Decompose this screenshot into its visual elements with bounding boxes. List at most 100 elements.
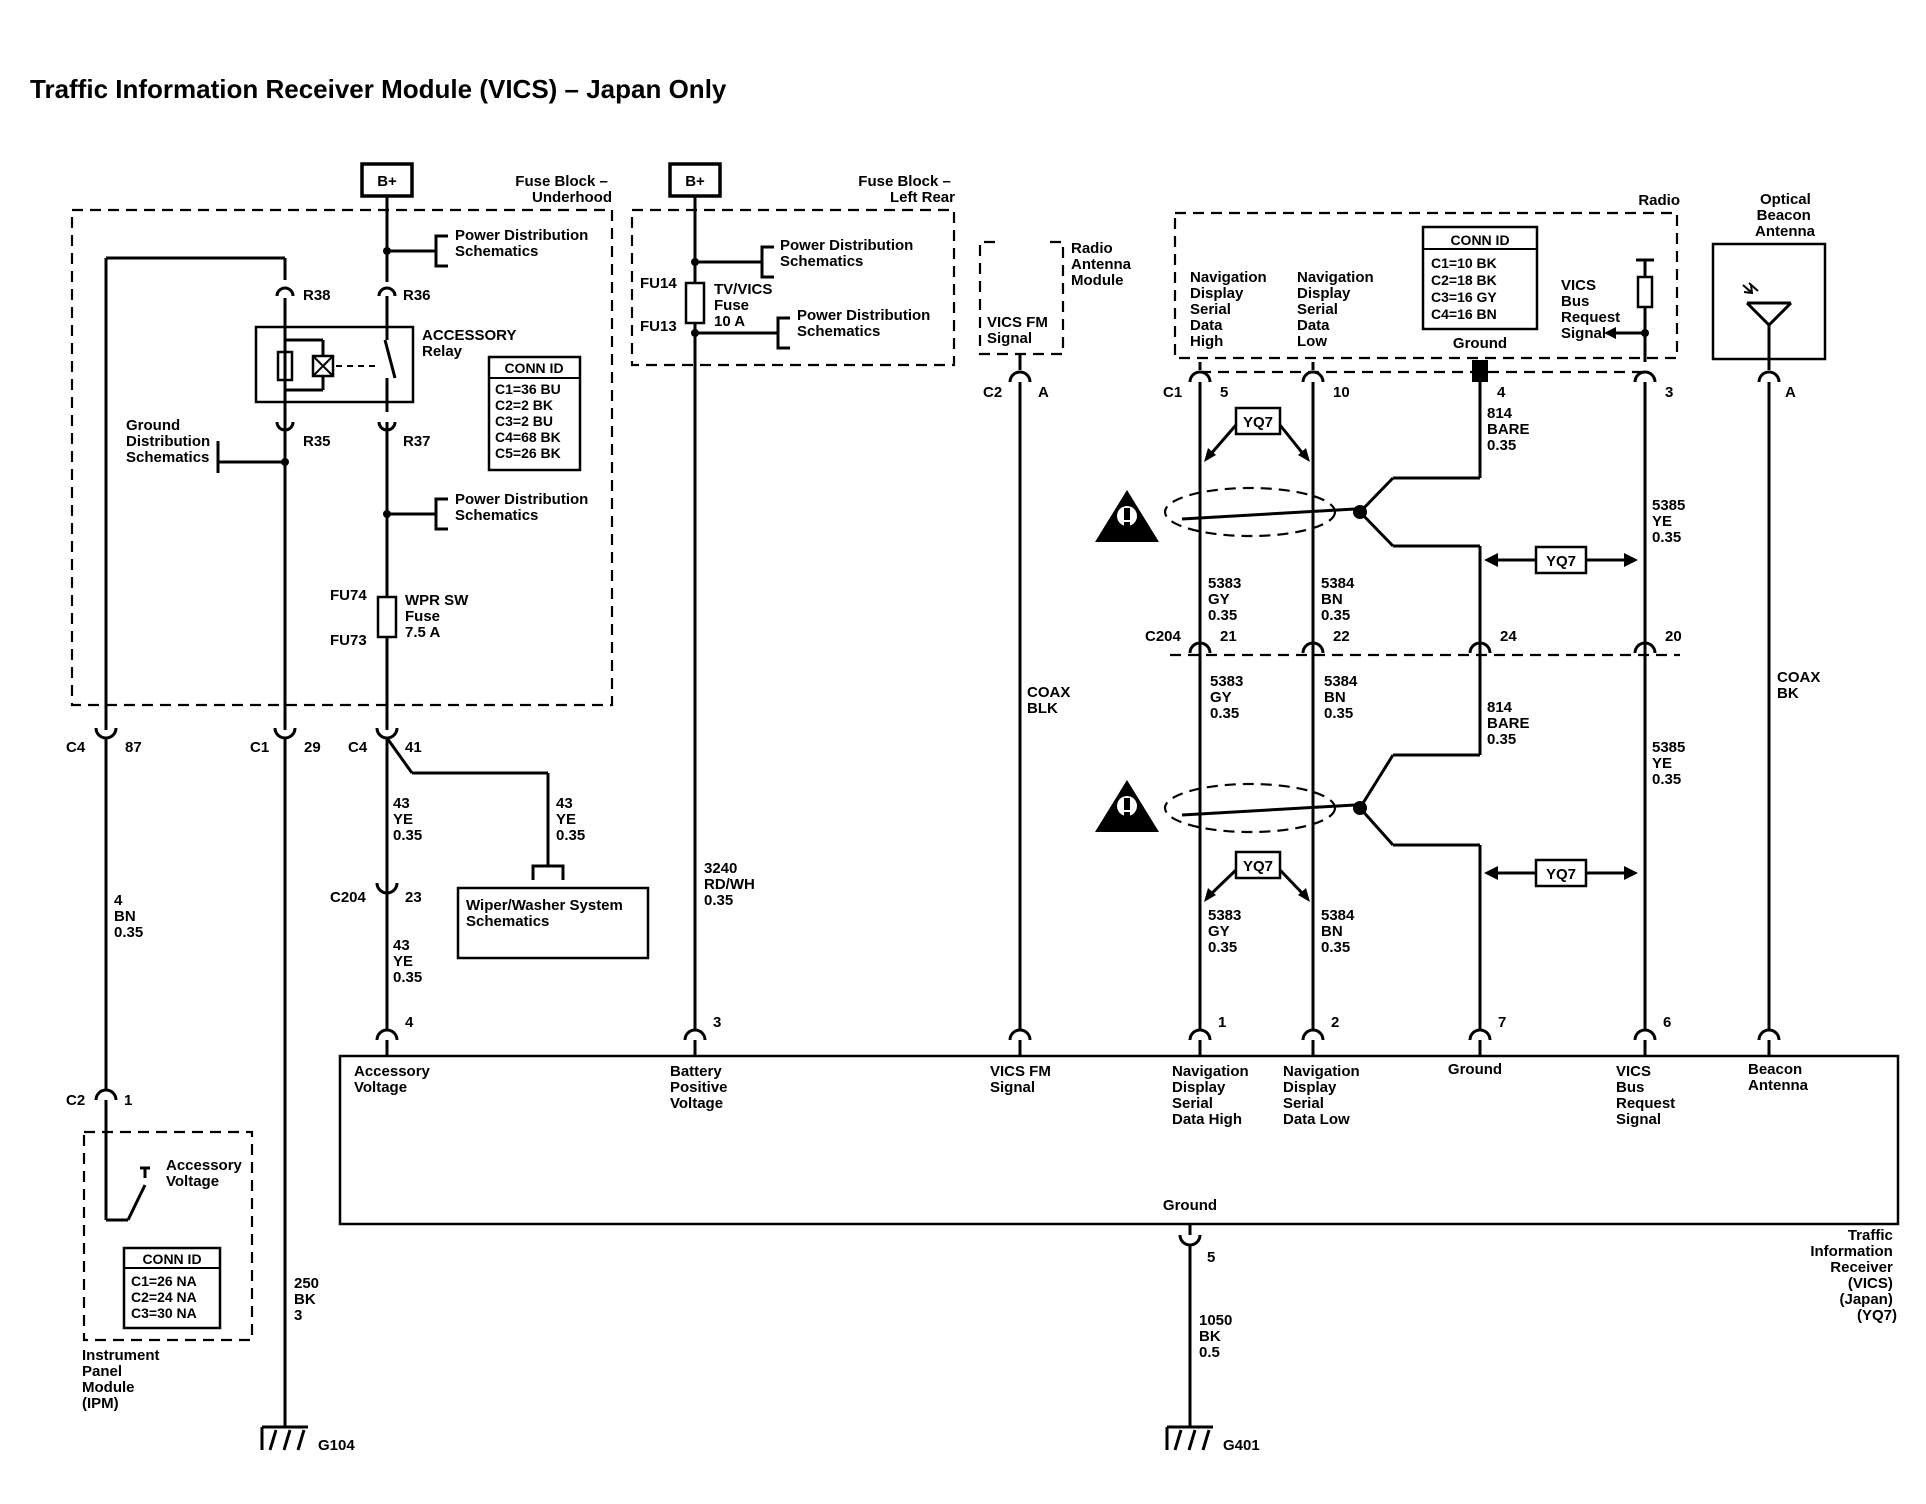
wire-1050-bk: 1050 BK 0.5 bbox=[1199, 1312, 1237, 1361]
wiper-washer-ref: Wiper/Washer System Schematics bbox=[456, 860, 650, 960]
wire-5384-bn-mid: 5384 BN 0.35 bbox=[1324, 673, 1362, 722]
wire-814-bare-upper: 814 BARE 0.35 bbox=[1487, 405, 1534, 454]
connector-c1-29: C1 29 bbox=[250, 727, 321, 1427]
wire-5383-gy-lower: 5383 GY 0.35 bbox=[1208, 907, 1246, 956]
module-battery-voltage-label: Battery Positive Voltage bbox=[670, 1063, 732, 1112]
fuse-block-underhood-box bbox=[70, 208, 614, 707]
svg-text:CONN ID: CONN ID bbox=[142, 1251, 201, 1267]
radio-nav-high-label: Navigation Display Serial Data High bbox=[1190, 269, 1271, 350]
wire-3240-rdwh: 3240 RD/WH 0.35 bbox=[704, 860, 759, 909]
svg-text:Accessory Voltage: Accessory Voltage bbox=[166, 1157, 246, 1190]
optical-beacon-antenna: Optical Beacon Antenna A bbox=[1711, 191, 1827, 1030]
svg-text:C3=2 BU: C3=2 BU bbox=[495, 413, 553, 429]
radio-ground-label: Ground bbox=[1453, 335, 1507, 352]
svg-text:C204: C204 bbox=[330, 889, 367, 906]
b-plus-underhood: B+ bbox=[360, 162, 414, 198]
svg-text:WPR SW Fuse 7.5 A: WPR SW Fuse 7.5 A bbox=[405, 592, 473, 641]
yq7-option-tag-4: YQ7 bbox=[1484, 858, 1638, 888]
svg-text:A: A bbox=[1785, 384, 1796, 401]
svg-text:CONN ID: CONN ID bbox=[1450, 232, 1509, 248]
svg-text:C3=30 NA: C3=30 NA bbox=[131, 1305, 197, 1321]
svg-text:20: 20 bbox=[1665, 628, 1682, 645]
radio-conn-id-table: CONN ID C1=10 BK C2=18 BK C3=16 GY C4=16… bbox=[1421, 225, 1539, 331]
yq7-option-tag-1: YQ7 bbox=[1204, 406, 1310, 462]
relay-conn-id-table: CONN ID C1=36 BU C2=2 BK C3=2 BU C4=68 B… bbox=[487, 355, 582, 472]
svg-text:C1=10 BK: C1=10 BK bbox=[1431, 255, 1497, 271]
power-distribution-ref-4: Power Distribution Schematics bbox=[691, 307, 935, 350]
svg-text:C2: C2 bbox=[66, 1092, 85, 1109]
svg-text:YQ7: YQ7 bbox=[1546, 553, 1576, 570]
svg-text:Power Distribution Schem: Power Distribution Schematics bbox=[780, 237, 918, 270]
accessory-feed-wire bbox=[376, 196, 398, 730]
svg-text:C1: C1 bbox=[250, 739, 269, 756]
module-ground-top-label: Ground bbox=[1448, 1061, 1502, 1078]
radio-bus-request-label: VICS Bus Request Signal bbox=[1561, 277, 1624, 342]
svg-text:C1: C1 bbox=[1163, 384, 1182, 401]
svg-text:Optical Beacon Ant: Optical Beacon Antenna bbox=[1755, 191, 1816, 240]
yq7-option-tag-3: YQ7 bbox=[1204, 850, 1310, 902]
svg-text:1: 1 bbox=[1218, 1014, 1226, 1031]
ipm-box bbox=[82, 1130, 254, 1342]
ipm-connector-c2: C2 1 bbox=[66, 1088, 132, 1109]
fuse-block-underhood-label: Fuse Block – Underhood bbox=[515, 173, 612, 206]
module-vics-fm-label: VICS FM Signal bbox=[990, 1063, 1055, 1096]
svg-text:Radio Antenna Modu: Radio Antenna Module bbox=[1071, 240, 1135, 289]
svg-text:R36: R36 bbox=[403, 287, 431, 304]
traffic-receiver-module-box bbox=[338, 1054, 1900, 1226]
svg-text:TV/VICS Fuse 10 A: TV/VICS Fuse 10 A bbox=[714, 281, 777, 330]
battery-feed-wire bbox=[684, 196, 706, 1030]
b-plus-left-rear: B+ bbox=[668, 162, 722, 198]
radio-connector-c1: C1 5 10 4 3 bbox=[1163, 360, 1673, 401]
svg-text:5: 5 bbox=[1207, 1249, 1215, 1266]
svg-text:C1=36 BU: C1=36 BU bbox=[495, 381, 561, 397]
svg-text:6: 6 bbox=[1663, 1014, 1671, 1031]
wire-43-ye-b: 43 YE 0.35 bbox=[556, 795, 585, 844]
svg-text:5: 5 bbox=[1220, 384, 1228, 401]
power-distribution-ref-3: Power Distribution Schematics bbox=[691, 237, 918, 279]
svg-text:C4: C4 bbox=[66, 739, 86, 756]
wire-814-bare-mid: 814 BARE 0.35 bbox=[1487, 699, 1534, 748]
radio-antenna-module: Radio Antenna Module VICS FM Signal C2 A bbox=[978, 240, 1135, 1030]
wire-5385-ye-mid: 5385 YE 0.35 bbox=[1652, 739, 1690, 788]
svg-text:YQ7: YQ7 bbox=[1243, 414, 1273, 431]
svg-text:87: 87 bbox=[125, 739, 142, 756]
svg-text:R35: R35 bbox=[303, 433, 331, 450]
data-wires bbox=[1198, 382, 1647, 1030]
svg-text:C4=16 BN: C4=16 BN bbox=[1431, 306, 1497, 322]
svg-text:FU74: FU74 bbox=[330, 587, 367, 604]
warning-icon bbox=[1095, 780, 1159, 832]
fuse-block-left-rear-box bbox=[630, 208, 956, 367]
module-beacon-antenna-label: Beacon Antenna bbox=[1748, 1061, 1809, 1094]
svg-text:C4=68 BK: C4=68 BK bbox=[495, 429, 561, 445]
svg-text:21: 21 bbox=[1220, 628, 1237, 645]
svg-text:FU13: FU13 bbox=[640, 318, 677, 335]
radio-bus-request-circuit bbox=[1604, 258, 1654, 362]
svg-text:C2=2 BK: C2=2 BK bbox=[495, 397, 553, 413]
svg-text:C2: C2 bbox=[983, 384, 1002, 401]
svg-text:22: 22 bbox=[1333, 628, 1350, 645]
svg-text:A: A bbox=[1038, 384, 1049, 401]
module-nav-low-label: Navigation Display Serial Data Low bbox=[1283, 1063, 1364, 1128]
svg-text:YQ7: YQ7 bbox=[1546, 866, 1576, 883]
coax-bk-label: COAX BK bbox=[1777, 669, 1825, 702]
svg-text:Ground Distribution: Ground Distribution Schematics bbox=[126, 417, 214, 466]
svg-text:YQ7: YQ7 bbox=[1243, 858, 1273, 875]
wire-5384-bn-upper: 5384 BN 0.35 bbox=[1321, 575, 1359, 624]
svg-text:Power Distribution Schem: Power Distribution Schematics bbox=[455, 491, 593, 524]
wire-5383-gy-upper: 5383 GY 0.35 bbox=[1208, 575, 1246, 624]
accessory-relay-label: ACCESSORY Relay bbox=[422, 327, 520, 360]
ipm-label: Instrument Panel Module (IPM) bbox=[82, 1347, 164, 1412]
wire-5385-ye-upper: 5385 YE 0.35 bbox=[1652, 497, 1690, 546]
warning-icon bbox=[1095, 490, 1159, 542]
accessory-relay: R38 R36 R35 R37 ACCESSORY Relay bbox=[106, 256, 520, 450]
svg-text:VICS FM Signal: VICS FM Signal bbox=[987, 314, 1052, 347]
ground-g104-label: G104 bbox=[318, 1437, 355, 1454]
svg-text:Power Distribution Schem: Power Distribution Schematics bbox=[797, 307, 935, 340]
connector-c204-23: C204 23 bbox=[330, 882, 422, 906]
svg-text:C204: C204 bbox=[1145, 628, 1182, 645]
wire-250-bk: 250 BK 3 bbox=[294, 1275, 323, 1324]
ground-icon: G401 bbox=[1165, 1425, 1260, 1454]
connector-c204-middle: C204 21 22 24 20 bbox=[1145, 628, 1682, 657]
svg-text:23: 23 bbox=[405, 889, 422, 906]
svg-text:4: 4 bbox=[405, 1014, 414, 1031]
